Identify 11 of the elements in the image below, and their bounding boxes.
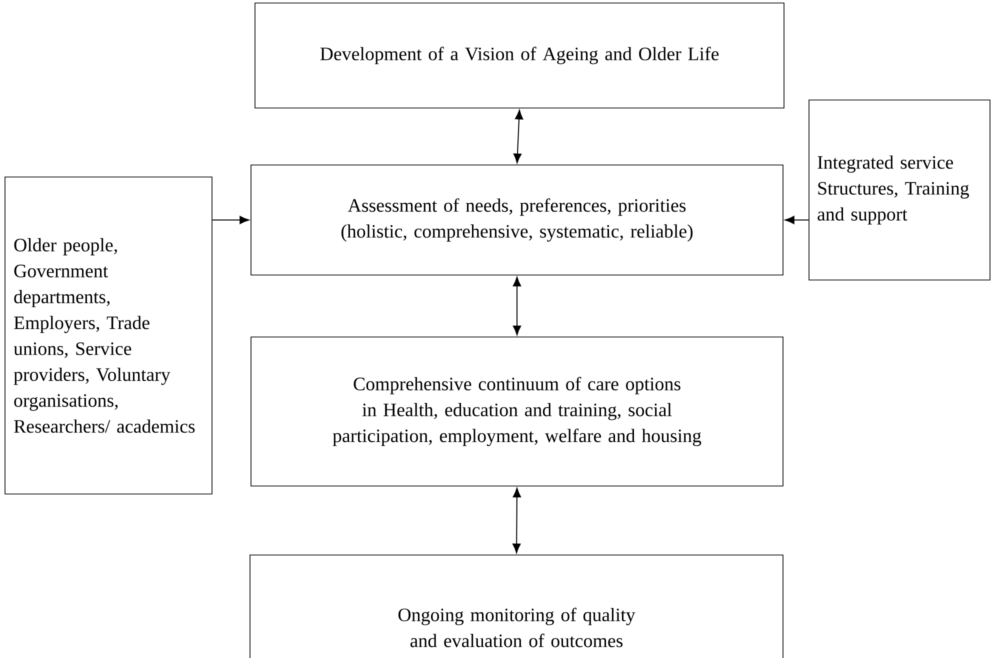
arrow — [512, 488, 522, 554]
text-box: Assessment of needs, preferences, priorities (holistic, comprehensive, systematic, reliable) — [250, 164, 784, 276]
text-box: Older people, Government departments, Employers, Trade unions, Service providers, Voluntary organisations, Researchers/ academics — [4, 176, 212, 494]
arrow — [212, 216, 250, 224]
arrow — [512, 276, 522, 336]
text-box: Comprehensive continuum of care options in Health, education and training, social participation, employment, welfare and housing — [250, 336, 784, 486]
arrow — [784, 216, 810, 224]
text-box: Development of a Vision of Ageing and Older Life — [254, 2, 784, 108]
text-box: Ongoing monitoring of quality and evaluation of outcomes — [250, 554, 784, 658]
arrow — [513, 110, 524, 164]
text-box: Integrated service Structures, Training and support — [808, 100, 990, 280]
